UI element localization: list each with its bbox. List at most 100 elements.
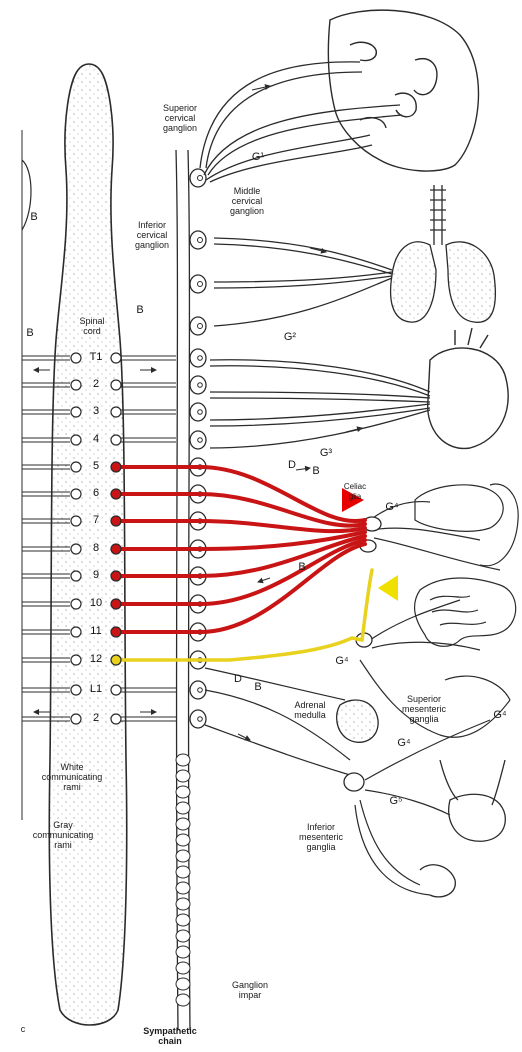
sacral-chain-bead	[176, 962, 190, 974]
heart-illustration	[428, 328, 508, 448]
ventral-root-circle	[111, 435, 121, 445]
visceral-nerves	[205, 502, 510, 895]
sacral-chain-bead	[176, 850, 190, 862]
segment-label: 6	[88, 487, 104, 499]
sacral-chain-bead	[176, 834, 190, 846]
sacral-chain-bead	[176, 914, 190, 926]
label-superior-cervical-ganglion: Superior cervical ganglion	[150, 103, 210, 133]
prevertebral-ganglia	[337, 517, 381, 791]
marker-g4-3: G⁴	[396, 738, 412, 748]
chain-ganglia	[176, 169, 206, 1006]
segment-label: 2	[88, 378, 104, 390]
marker-b-5: B	[296, 562, 308, 572]
dorsal-root-ganglion	[71, 714, 81, 724]
marker-b-6: B	[252, 682, 264, 692]
dorsal-root-ganglion	[71, 571, 81, 581]
sacral-chain-bead	[176, 978, 190, 990]
segment-label: 8	[88, 542, 104, 554]
label-middle-cervical-ganglion: Middle cervical ganglion	[218, 186, 276, 216]
marker-d-2: D	[232, 674, 244, 684]
sacral-chain-bead	[176, 930, 190, 942]
sacral-chain-bead	[176, 754, 190, 766]
dorsal-root-ganglion	[71, 489, 81, 499]
marker-b-3: B	[134, 305, 146, 315]
head-illustration	[328, 10, 478, 171]
dorsal-root-ganglion	[71, 599, 81, 609]
heart-nerves	[210, 360, 430, 448]
sacral-chain-bead	[176, 818, 190, 830]
marker-b-2: B	[24, 328, 36, 338]
dorsal-root-ganglion	[71, 655, 81, 665]
yellow-arrow-marker	[378, 575, 398, 601]
label-adrenal-medulla: Adrenal medulla	[285, 700, 335, 720]
marker-g5: G⁵	[388, 796, 404, 806]
ventral-root-circle	[111, 599, 121, 609]
segment-label: L1	[88, 683, 104, 695]
dorsal-root-ganglion	[71, 544, 81, 554]
ventral-root-circle	[111, 544, 121, 554]
segment-label: 4	[88, 433, 104, 445]
sacral-chain-bead	[176, 946, 190, 958]
marker-b-1: B	[28, 212, 40, 222]
label-gray-communicating-rami: Gray communicating rami	[18, 820, 108, 850]
sacral-chain-bead	[176, 898, 190, 910]
label-inferior-cervical-ganglion: Inferior cervical ganglion	[122, 220, 182, 250]
marker-g2: G²	[282, 332, 298, 342]
dorsal-root-ganglion	[71, 462, 81, 472]
dorsal-root-ganglion	[71, 516, 81, 526]
segment-label: 7	[88, 514, 104, 526]
segment-label: 10	[88, 597, 104, 609]
dorsal-root-ganglion	[71, 435, 81, 445]
ventral-root-circle	[111, 489, 121, 499]
ventral-root-circle	[111, 627, 121, 637]
ventral-root-circle	[111, 380, 121, 390]
sacral-chain-bead	[176, 786, 190, 798]
red-preganglionic-pathways	[121, 467, 365, 632]
lungs-illustration	[391, 185, 496, 322]
segment-label: 9	[88, 569, 104, 581]
label-sympathetic-chain: Sympathetic chain	[138, 1026, 202, 1046]
ventral-root-circle	[111, 407, 121, 417]
figure-letter: c	[18, 1024, 28, 1034]
yellow-preganglionic-pathway	[121, 570, 372, 660]
label-ganglion-impar: Ganglion impar	[226, 980, 274, 1000]
sacral-chain-bead	[176, 882, 190, 894]
marker-g4-4: G⁴	[492, 710, 508, 720]
sacral-chain-bead	[176, 866, 190, 878]
sacral-chain-bead	[176, 802, 190, 814]
segment-label: 5	[88, 460, 104, 472]
marker-g3: G³	[318, 448, 334, 458]
marker-g1: G¹	[250, 152, 266, 162]
pelvic-organs	[420, 760, 505, 897]
dorsal-root-ganglion	[71, 627, 81, 637]
segment-label: 11	[88, 625, 104, 637]
segment-label: T1	[88, 351, 104, 363]
dorsal-root-ganglion	[71, 380, 81, 390]
label-white-communicating-rami: White communicating rami	[28, 762, 116, 792]
ventral-root-circle	[111, 685, 121, 695]
ventral-root-circle	[111, 714, 121, 724]
ventral-root-circle	[111, 516, 121, 526]
label-superior-mesenteric-ganglia: Superior mesenteric ganglia	[396, 694, 452, 724]
segment-label: 3	[88, 405, 104, 417]
label-inferior-mesenteric-ganglia: Inferior mesenteric ganglia	[290, 822, 352, 852]
segment-label: 12	[88, 653, 104, 665]
ventral-root-circle	[111, 353, 121, 363]
marker-g4-2: G⁴	[334, 656, 350, 666]
dorsal-root-ganglion	[71, 353, 81, 363]
lung-nerves	[214, 238, 392, 326]
marker-b-4: B	[310, 466, 322, 476]
dorsal-root-ganglion	[71, 685, 81, 695]
label-celiac-ganglia: Celiac glia	[338, 482, 372, 502]
sacral-chain-bead	[176, 994, 190, 1006]
yellow-pathway	[121, 570, 372, 660]
cervical-nerves	[200, 62, 402, 182]
dorsal-root-ganglion	[71, 407, 81, 417]
marker-g4-1: G⁴	[384, 502, 400, 512]
label-spinal-cord: Spinal cord	[72, 316, 112, 336]
ventral-root-circle	[111, 462, 121, 472]
marker-d-1: D	[286, 460, 298, 470]
ventral-root-circle	[111, 655, 121, 665]
segment-label: 2	[88, 712, 104, 724]
sacral-chain-bead	[176, 770, 190, 782]
